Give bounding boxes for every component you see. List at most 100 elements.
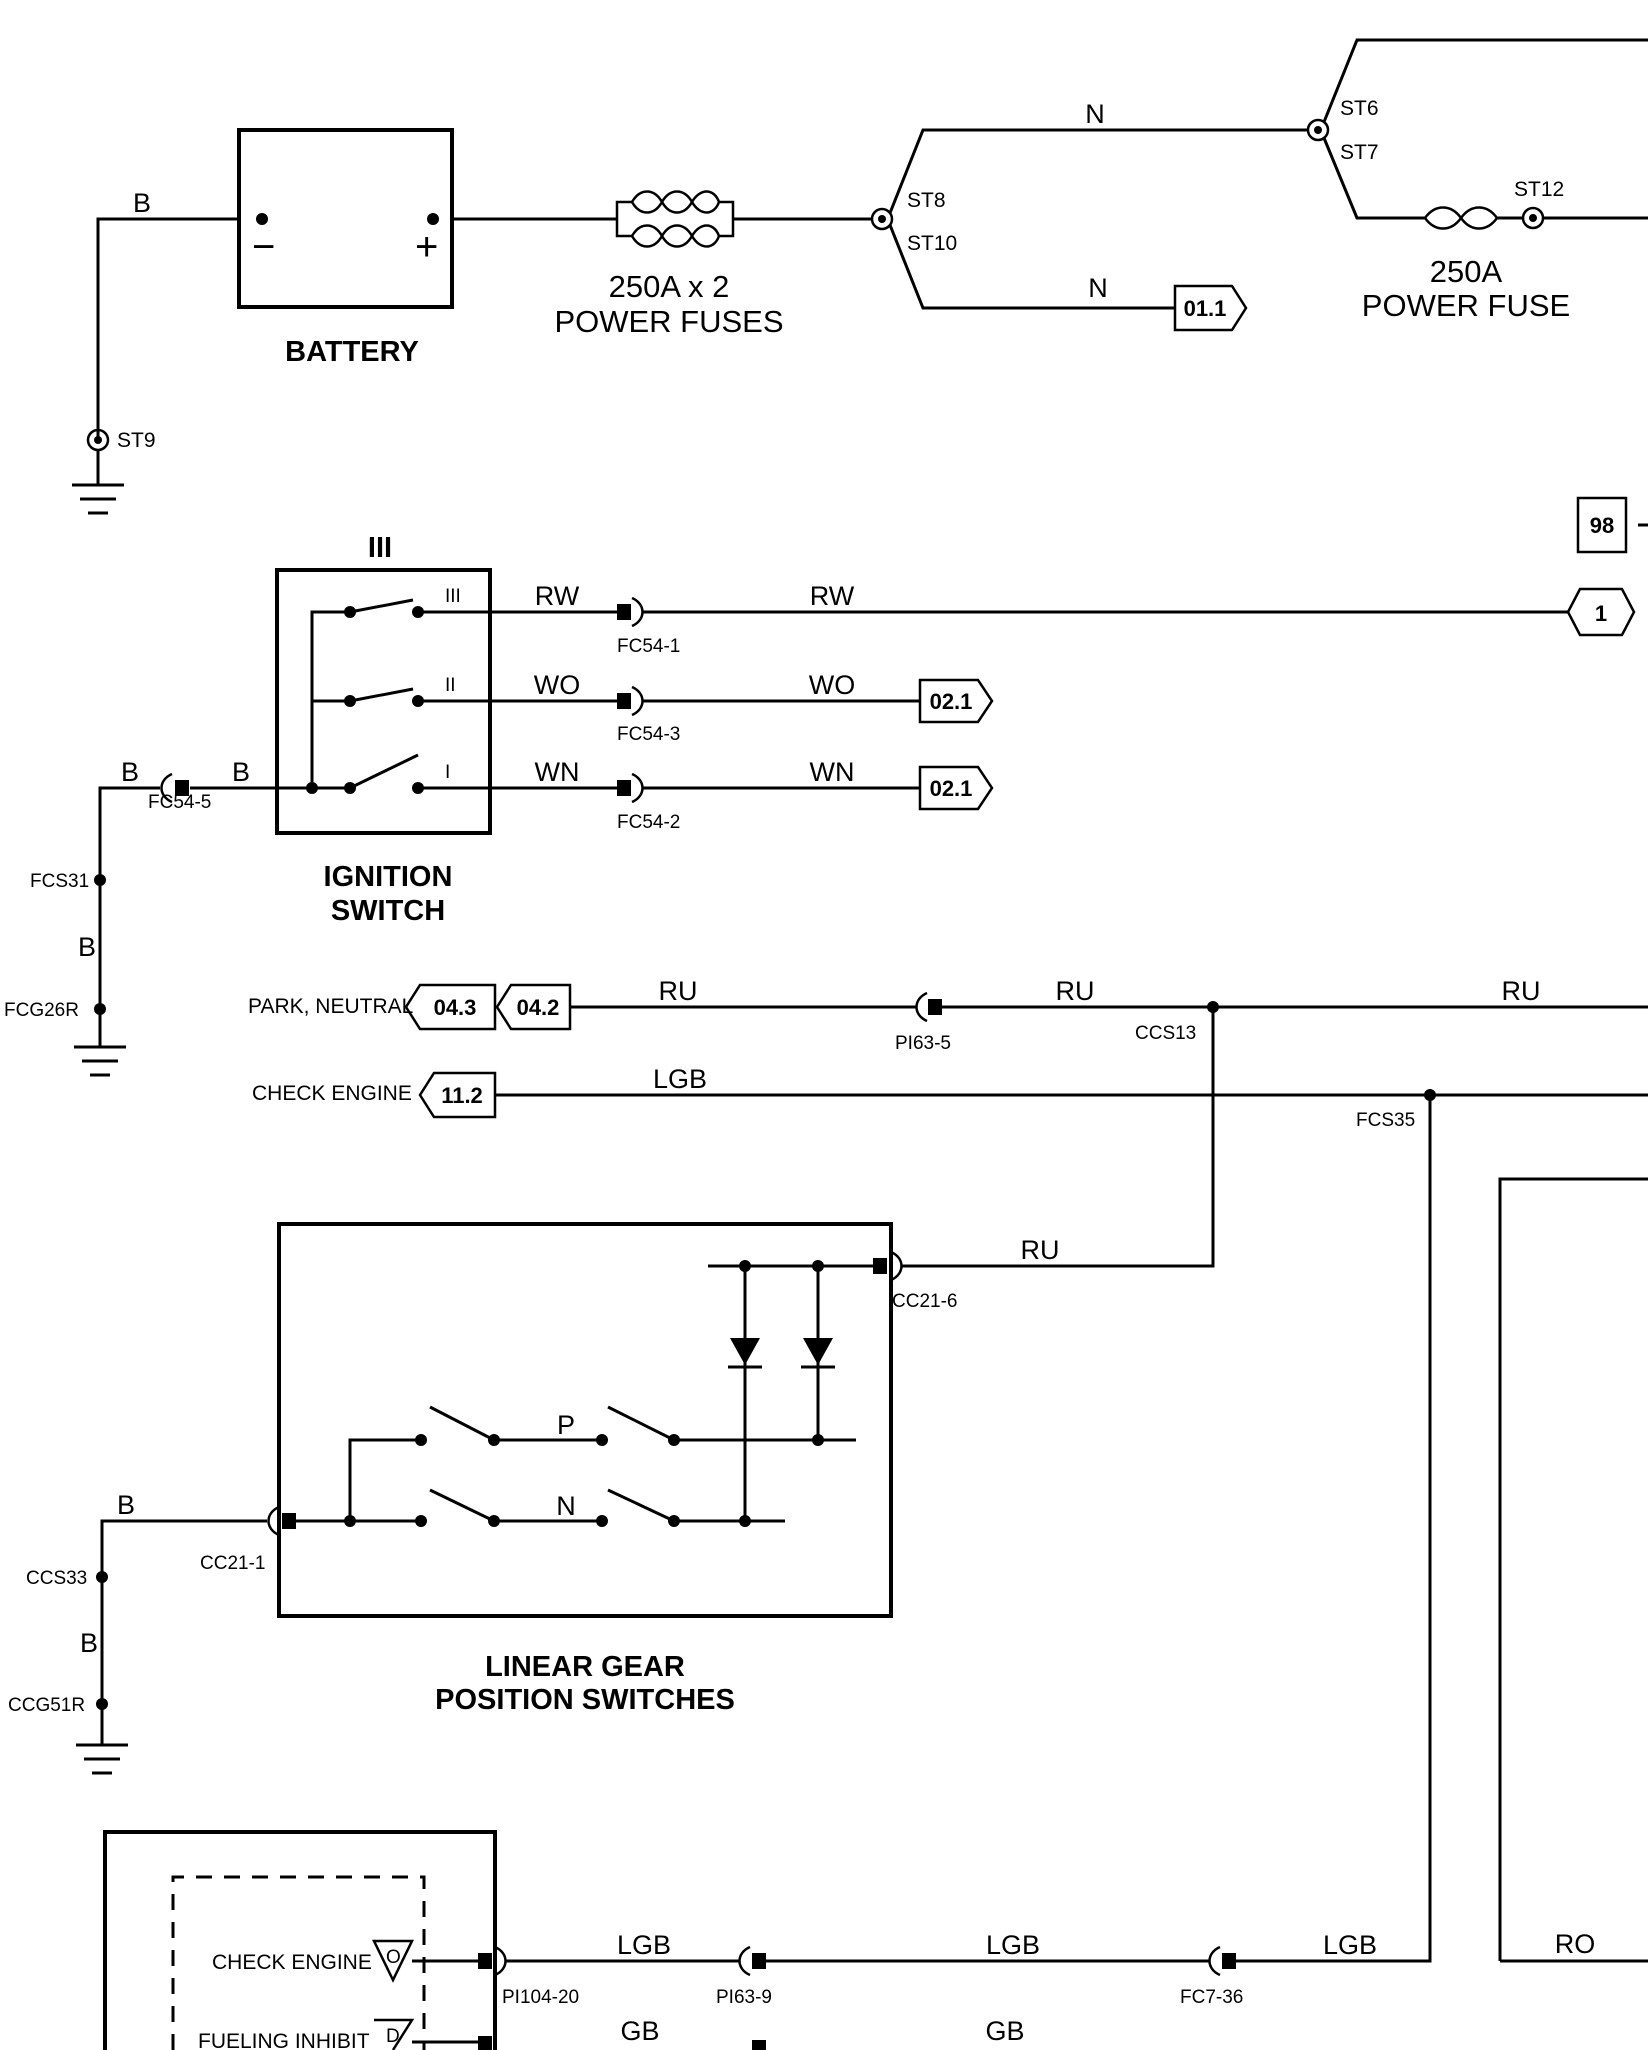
- wire-label-gb2: GB: [985, 2016, 1024, 2046]
- svg-text:1: 1: [1595, 601, 1607, 626]
- wire-label-wn2: WN: [810, 757, 855, 787]
- svg-text:04.2: 04.2: [517, 995, 560, 1020]
- fueling-inhibit-lamp-label: FUELING INHIBIT: [198, 2030, 370, 2050]
- ground-symbol-1: [72, 483, 124, 515]
- node-fc54-5: FC54-5: [148, 792, 211, 813]
- svg-text:02.1: 02.1: [930, 689, 973, 714]
- ignition-title-line2: SWITCH: [331, 895, 445, 927]
- battery-pos-symbol: +: [415, 225, 438, 269]
- node-st6: ST6: [1340, 97, 1379, 120]
- node-ccg51r: CCG51R: [8, 1695, 85, 1716]
- node-fc54-3: FC54-3: [617, 724, 680, 745]
- wire-label-b6: B: [80, 1628, 98, 1658]
- instrument-pack: CHECK ENGINE O FUELING INHIBIT D: [103, 1830, 497, 2050]
- wire-label-lgb4: LGB: [1323, 1930, 1377, 1960]
- node-st12: ST12: [1514, 178, 1564, 201]
- wire-label-ro: RO: [1555, 1929, 1596, 1959]
- node-st9: ST9: [117, 429, 156, 452]
- wire-label-n2: N: [1088, 273, 1108, 303]
- check-engine-lamp-label: CHECK ENGINE: [212, 1951, 372, 1974]
- wire-label-b2: B: [121, 757, 139, 787]
- ref-04-2[interactable]: 04.2: [495, 983, 572, 1031]
- ignition-switch: III III II I IGNITION SWITCH: [275, 532, 492, 927]
- splice-st8-st10: ST8 ST10: [870, 189, 957, 255]
- svg-text:98: 98: [1590, 513, 1614, 538]
- wire-label-b4: B: [78, 932, 96, 962]
- splice-st6-st7: ST6 ST7: [1306, 97, 1379, 164]
- wire-label-gb1: GB: [620, 2016, 659, 2046]
- fueling-inhibit-lamp-letter: D: [386, 2026, 400, 2047]
- wire-label-rw1: RW: [535, 581, 580, 611]
- node-cc21-1: CC21-1: [200, 1553, 265, 1574]
- wire-label-wo2: WO: [809, 670, 856, 700]
- wire-label-b3: B: [232, 757, 250, 787]
- ignition-top-label: III: [368, 532, 392, 564]
- power-fuse-250a: 250A POWER FUSE: [1362, 206, 1570, 323]
- node-pi104-20: PI104-20: [502, 1987, 579, 2008]
- wire-label-lgb2: LGB: [617, 1930, 671, 1960]
- node-st10: ST10: [907, 232, 957, 255]
- node-pi63-5: PI63-5: [895, 1033, 951, 1054]
- ref-1[interactable]: 1: [1566, 587, 1636, 637]
- switch-pos-iii: III: [445, 586, 461, 607]
- ref-11-2[interactable]: 11.2: [418, 1071, 497, 1119]
- battery-ground-circuit: B ST9: [72, 188, 238, 515]
- svg-text:04.3: 04.3: [434, 995, 477, 1020]
- node-ccs33: CCS33: [26, 1568, 87, 1589]
- linear-gear-position-switches: P N LINEAR GEAR POSITION SWITCHES: [277, 1222, 903, 1716]
- node-fcs31: FCS31: [30, 871, 89, 892]
- wire-label-n1: N: [1085, 99, 1105, 129]
- switch-pos-ii: II: [445, 675, 456, 696]
- wire-label-ru3: RU: [1502, 976, 1541, 1006]
- ref-02-1-b[interactable]: 02.1: [918, 765, 994, 811]
- switch-label-n: N: [556, 1491, 576, 1521]
- ref-98[interactable]: 98: [1576, 496, 1628, 554]
- ref-02-1-a[interactable]: 02.1: [918, 678, 994, 724]
- ground-symbol-3: [76, 1743, 128, 1775]
- ground-symbol-2: [74, 1045, 126, 1077]
- power-fuse-line2: POWER FUSE: [1362, 288, 1570, 323]
- node-st8: ST8: [907, 189, 946, 212]
- node-ccs13: CCS13: [1135, 1023, 1196, 1044]
- wire-label-wo1: WO: [534, 670, 581, 700]
- ref-04-3[interactable]: 04.3: [404, 983, 497, 1031]
- check-engine-lamp-letter: O: [386, 1947, 401, 1968]
- power-fuses-line1: 250A x 2: [609, 269, 730, 304]
- wire-label-rw2: RW: [810, 581, 855, 611]
- power-fuses-line2: POWER FUSES: [554, 304, 783, 339]
- wire-label-lgb1: LGB: [653, 1064, 707, 1094]
- check-engine-lamp-icon: [372, 1939, 414, 1983]
- node-cc21-6: CC21-6: [892, 1291, 957, 1312]
- wire-label-ru1: RU: [659, 976, 698, 1006]
- battery: − + BATTERY: [237, 128, 454, 368]
- wire-label-b5: B: [117, 1490, 135, 1520]
- wire-label-lgb3: LGB: [986, 1930, 1040, 1960]
- wire-label-ru4: RU: [1021, 1235, 1060, 1265]
- svg-text:01.1: 01.1: [1184, 296, 1227, 321]
- svg-text:11.2: 11.2: [441, 1083, 483, 1108]
- svg-text:02.1: 02.1: [930, 776, 973, 801]
- wire-label-ru2: RU: [1056, 976, 1095, 1006]
- switch-label-p: P: [557, 1410, 575, 1440]
- power-fuse-line1: 250A: [1430, 254, 1503, 289]
- node-fcs35: FCS35: [1356, 1110, 1415, 1131]
- node-pi63-9: PI63-9: [716, 1987, 772, 2008]
- gear-title-line2: POSITION SWITCHES: [435, 1684, 735, 1716]
- node-fc7-36: FC7-36: [1180, 1987, 1243, 2008]
- wire-label-b1: B: [133, 188, 151, 218]
- battery-title: BATTERY: [285, 336, 419, 368]
- wire-label-wn1: WN: [535, 757, 580, 787]
- node-st7: ST7: [1340, 141, 1379, 164]
- signal-park-neutral: PARK, NEUTRAL: [248, 995, 413, 1018]
- ignition-title-line1: IGNITION: [324, 861, 453, 893]
- node-fc54-2: FC54-2: [617, 812, 680, 833]
- power-fuses-250a-x2: 250A x 2 POWER FUSES: [554, 190, 784, 339]
- ref-01-1[interactable]: 01.1: [1173, 284, 1248, 332]
- gear-title-line1: LINEAR GEAR: [485, 1651, 685, 1683]
- node-fc54-1: FC54-1: [617, 636, 680, 657]
- fueling-inhibit-lamp-icon: [374, 2018, 415, 2050]
- signal-check-engine: CHECK ENGINE: [252, 1082, 412, 1105]
- switch-pos-i: I: [445, 762, 450, 783]
- battery-neg-symbol: −: [252, 225, 275, 269]
